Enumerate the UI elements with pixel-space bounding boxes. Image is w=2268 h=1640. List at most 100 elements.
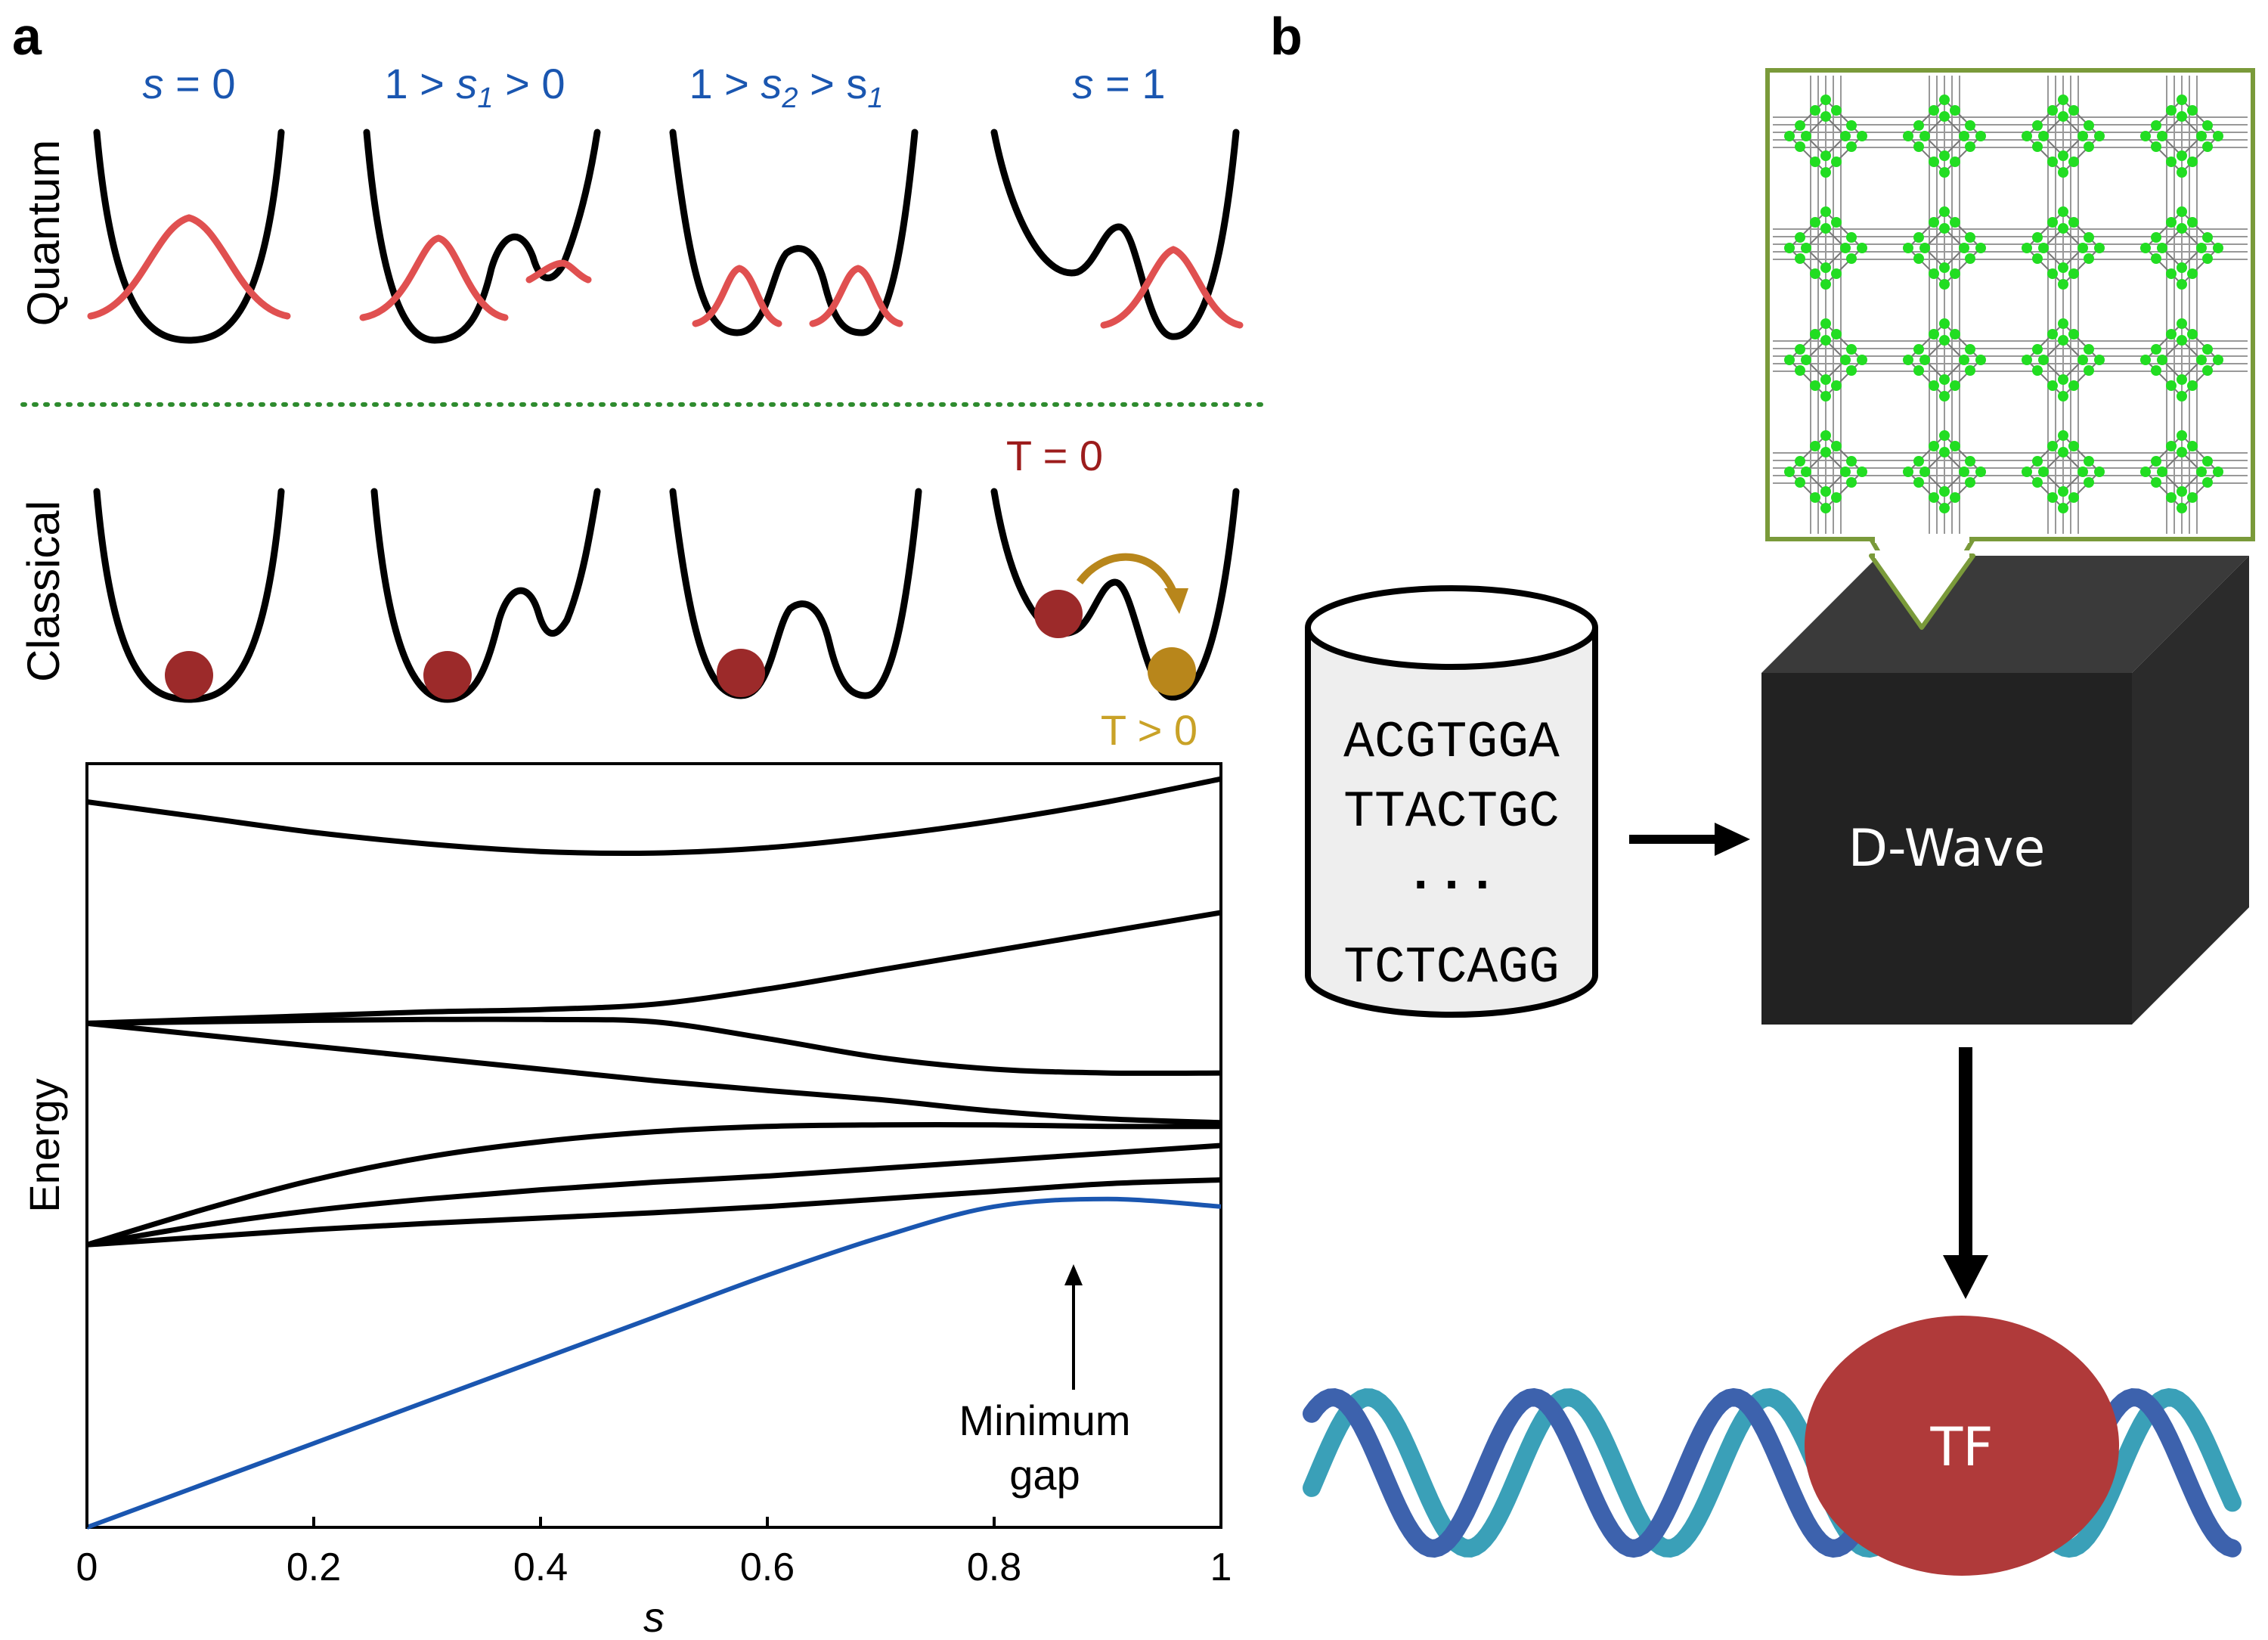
chimera-chip-grid (1773, 76, 2248, 534)
qubit-node (2166, 157, 2177, 167)
qubit-node (2166, 268, 2177, 279)
sequence-database-body (1305, 628, 1598, 1018)
qubit-node (2038, 467, 2049, 477)
x-tick-label: 0 (76, 1545, 98, 1589)
qubit-node (1950, 441, 1960, 451)
qubit-node (1939, 391, 1950, 401)
qubit-node (1929, 157, 1939, 167)
qubit-node (1810, 329, 1820, 339)
qubit-node (1939, 223, 1950, 234)
qubit-node (2058, 223, 2068, 234)
qubit-node (2077, 355, 2088, 365)
output-arrow-head (1943, 1255, 1988, 1299)
qubit-node (1959, 467, 1969, 477)
energy-level-4 (86, 1020, 1222, 1126)
qubit-node (2151, 253, 2161, 264)
qubit-node (2058, 111, 2068, 122)
qubit-node (2058, 447, 2068, 457)
qubit-node (2077, 131, 2088, 141)
qubit-node (1820, 167, 1831, 178)
qubit-node (1939, 374, 1950, 385)
qubit-node (1913, 232, 1924, 243)
energy-level-5 (85, 1121, 1222, 1248)
qubit-node (1929, 217, 1939, 228)
qubit-node (1820, 223, 1831, 234)
qubit-node (2032, 232, 2043, 243)
x-tick-label: 1 (1210, 1545, 1232, 1589)
qubit-node (2084, 456, 2094, 467)
qubit-node (2047, 268, 2058, 279)
qubit-node (1784, 467, 1795, 477)
qubit-node (2151, 365, 2161, 376)
qubit-node (2032, 365, 2043, 376)
sequence-1: ACGTGGA (1343, 714, 1560, 772)
qubit-node (1939, 150, 1950, 161)
quantum-wavefunction-3a (692, 265, 782, 327)
qubit-node (2058, 150, 2068, 161)
qubit-node (1903, 131, 1913, 141)
qubit-node (1919, 131, 1930, 141)
qubit-node (2151, 456, 2161, 467)
qubit-node (1795, 477, 1805, 488)
qubit-node (2140, 355, 2151, 365)
qubit-node (2084, 365, 2094, 376)
qubit-node (1810, 380, 1820, 391)
qubit-node (2213, 131, 2223, 141)
qubit-node (1965, 120, 1975, 131)
qubit-node (1820, 95, 1831, 105)
thermal-hop-arrow (1076, 553, 1179, 599)
qubit-node (1831, 105, 1842, 116)
transcription-factor-label: TF (1929, 1416, 1993, 1478)
qubit-node (2196, 467, 2207, 477)
qubit-node (2047, 157, 2058, 167)
qubit-node (1795, 365, 1805, 376)
qubit-node (2084, 253, 2094, 264)
qubit-node (1913, 344, 1924, 355)
qubit-node (2038, 355, 2049, 365)
qubit-node (2084, 232, 2094, 243)
qubit-node (2094, 355, 2105, 365)
qubit-node (2084, 344, 2094, 355)
energy-level-7 (86, 1177, 1222, 1248)
qubit-node (2032, 141, 2043, 152)
qubit-node (1950, 157, 1960, 167)
panel-a-letter: a (12, 7, 42, 66)
qubit-node (1965, 365, 1975, 376)
qubit-node (2084, 141, 2094, 152)
qubit-node (2084, 477, 2094, 488)
qubit-node (2068, 105, 2079, 116)
energy-level-8 (85, 1196, 1222, 1530)
qubit-node (1846, 477, 1857, 488)
energy-level-3 (86, 1016, 1222, 1076)
condition-label-2: 1 > s1 > 0 (384, 60, 565, 114)
row-label-quantum: Quantum (18, 140, 69, 327)
qubit-node (2202, 253, 2213, 264)
qubit-node (1801, 467, 1811, 477)
row-label-classical: Classical (18, 501, 69, 682)
qubit-node (2047, 217, 2058, 228)
qubit-node (2187, 380, 2198, 391)
qubit-node (1913, 365, 1924, 376)
qubit-node (1913, 141, 1924, 152)
quantum-wavefunction-4 (1100, 246, 1244, 329)
qubit-node (2151, 120, 2161, 131)
qubit-node (1820, 374, 1831, 385)
condition-label-3: 1 > s2 > s1 (689, 60, 883, 114)
qubit-node (1965, 253, 1975, 264)
qubit-node (2213, 355, 2223, 365)
qubit-node (1929, 441, 1939, 451)
qubit-node (2140, 467, 2151, 477)
qubit-node (2068, 217, 2079, 228)
qubit-node (2068, 157, 2079, 167)
input-arrow-head (1715, 823, 1750, 856)
classical-ball-4-end (1148, 647, 1196, 696)
sequence-database-top (1305, 585, 1598, 670)
classical-well-3 (669, 488, 922, 699)
qubit-node (1810, 441, 1820, 451)
x-tick-label: 0.4 (513, 1545, 568, 1589)
qubit-node (2187, 105, 2198, 116)
qubit-node (1913, 456, 1924, 467)
qubit-node (2177, 503, 2187, 513)
